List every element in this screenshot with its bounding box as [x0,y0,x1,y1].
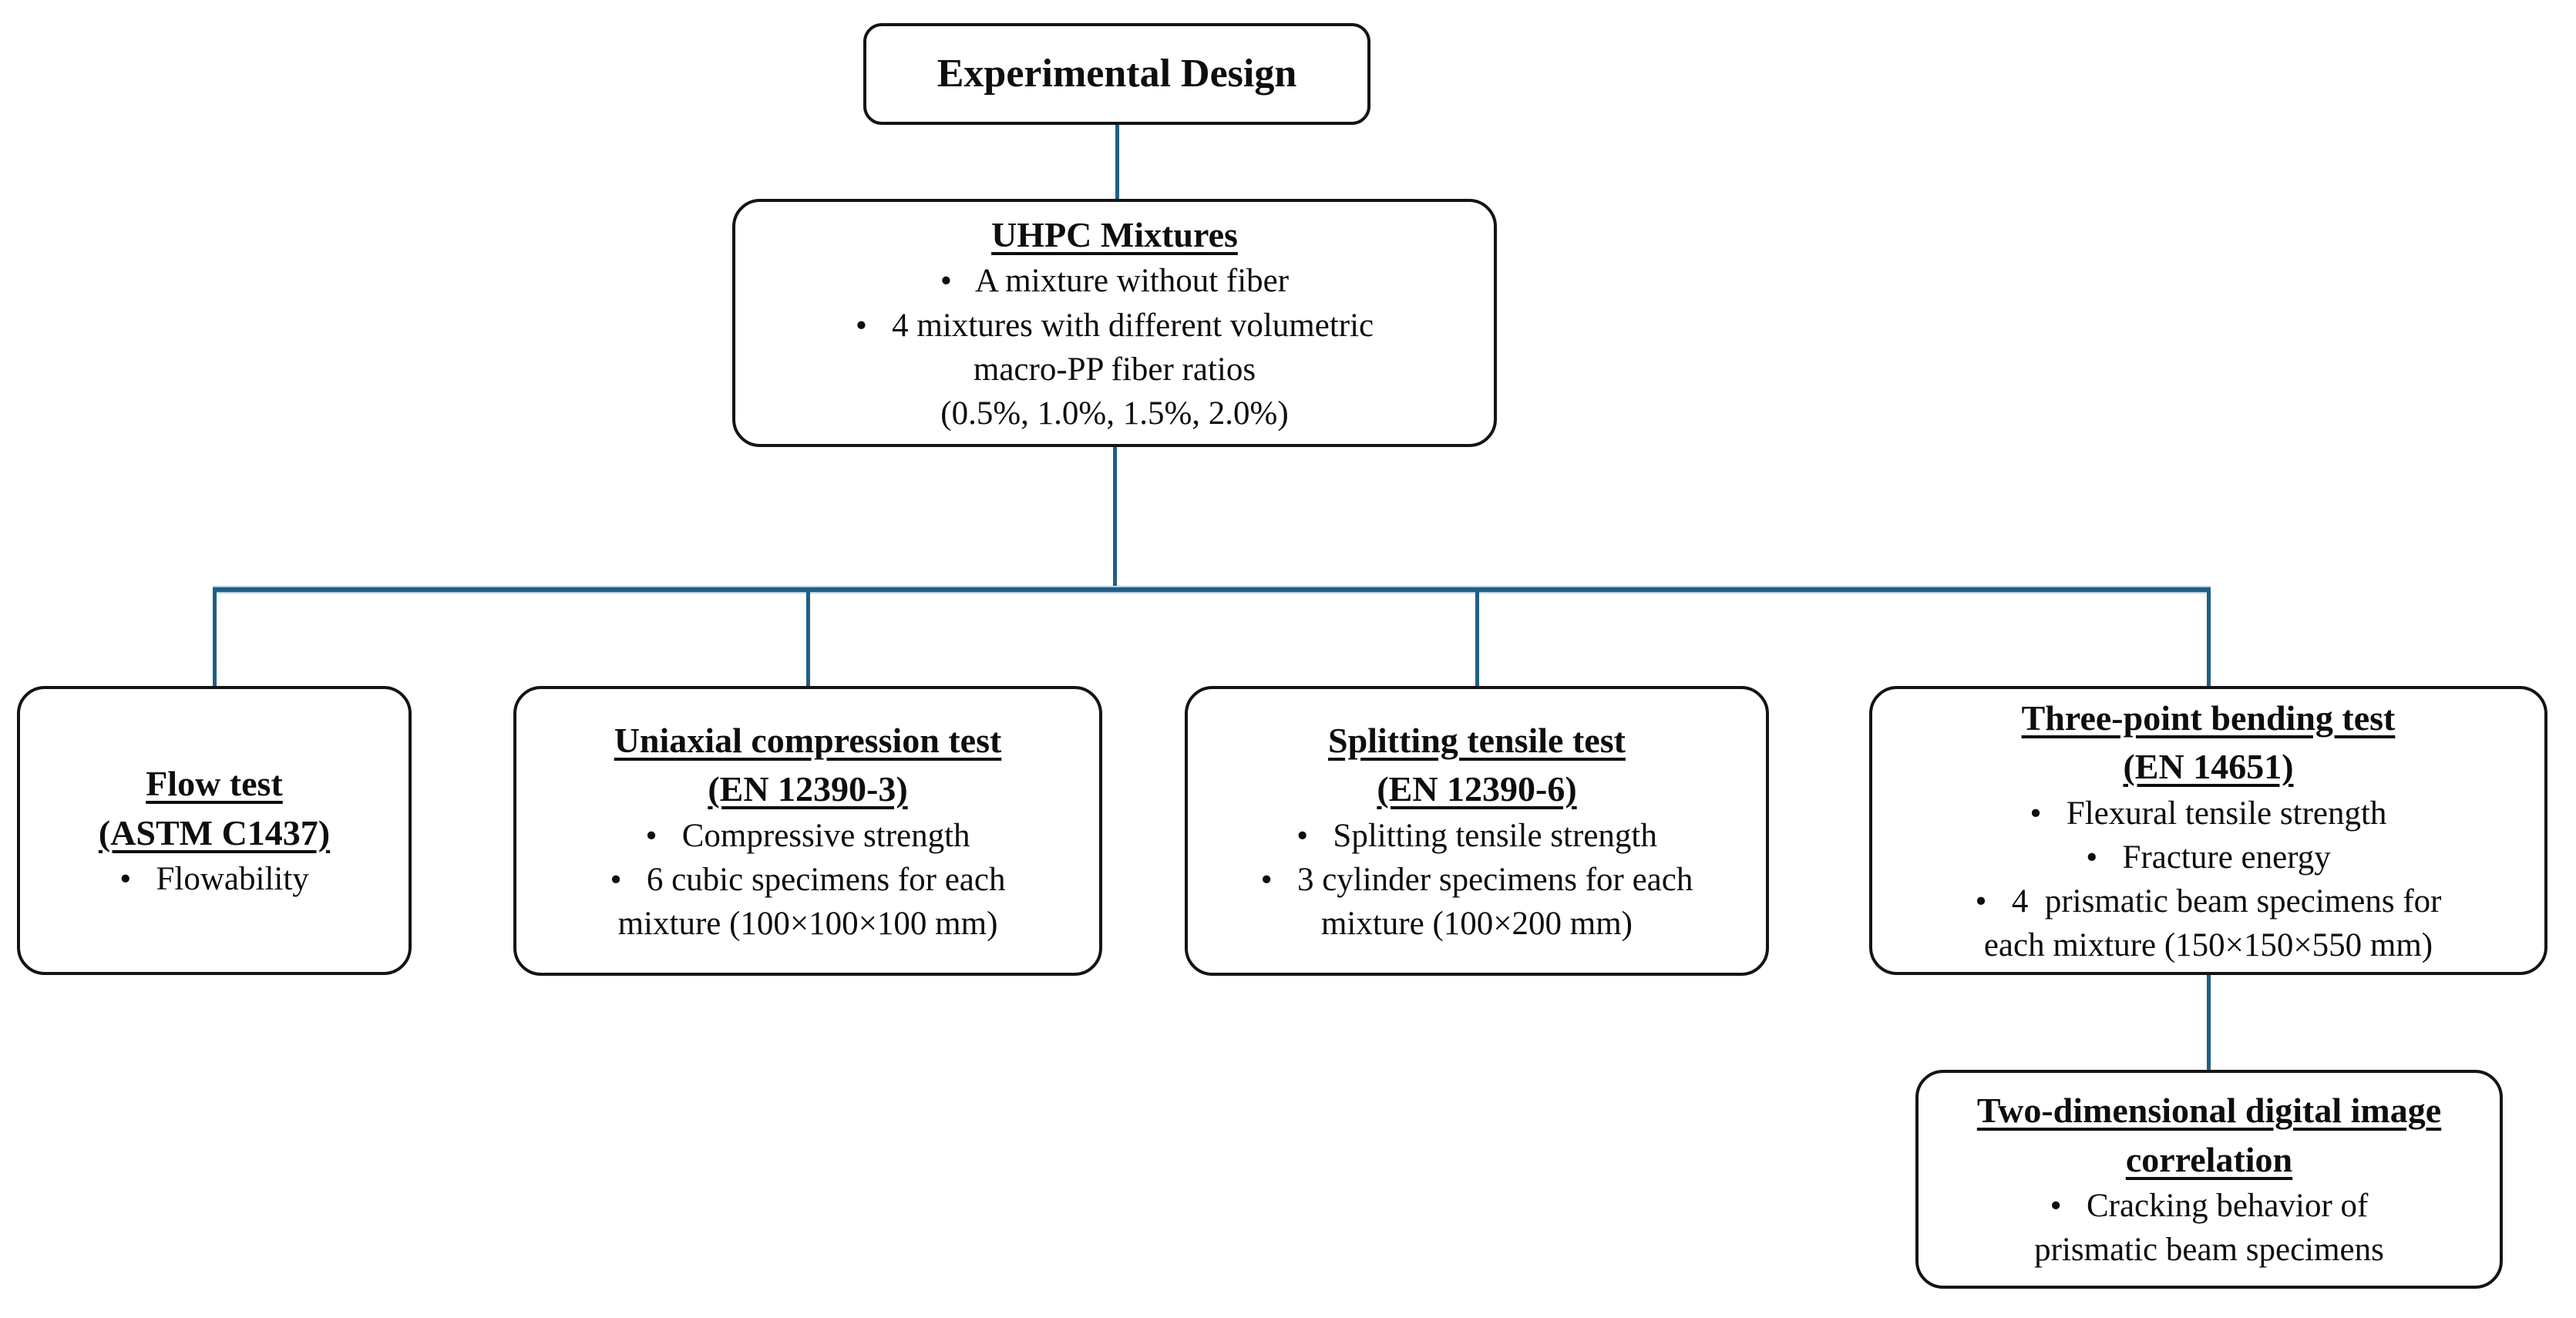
node-title-block: Three-point bending test (EN 14651) [2022,694,2396,792]
connector-rail-to-bending [2207,592,2211,688]
bullet-item: • Flowability [119,861,309,898]
node-title-line: (EN 12390-3) [708,769,908,809]
bullet-list: • Splitting tensile strength • 3 cylinder… [1261,814,1693,946]
node-title: Experimental Design [937,51,1297,96]
node-title-block: UHPC Mixtures [991,210,1238,259]
bullet-list: • Compressive strength • 6 cubic specimen… [610,814,1006,946]
node-title-block: Uniaxial compression test (EN 12390-3) [614,716,1002,814]
bullet-item: • Splitting tensile strength [1296,817,1657,854]
bullet-item: • 6 cubic specimens for each mixture (10… [610,861,1006,943]
bullet-list: • Flowability [119,857,309,901]
bullet-item: • A mixture without fiber [940,263,1290,300]
node-title-block: Two-dimensional digital image correlation [1977,1086,2441,1184]
node-uhpc-mixtures: UHPC Mixtures • A mixture without fiber•… [732,199,1497,447]
node-title-line: Flow test [146,764,283,804]
node-splitting-tensile-test: Splitting tensile test (EN 12390-6) • Spl… [1185,686,1769,976]
bullet-item: • 4 mixtures with different volumetric m… [855,307,1374,432]
node-title-line: Splitting tensile test [1328,720,1626,760]
bullet-item: • Compressive strength [645,817,970,854]
connector-root-to-uhpc [1115,125,1119,200]
node-title-line: Uniaxial compression test [614,720,1002,760]
connector-horizontal-rail [213,586,2211,593]
bullet-list: • Cracking behavior of prismatic beam sp… [2034,1184,2384,1272]
bullet-item: • 4 prismatic beam specimens for each mi… [1975,883,2442,964]
node-title-line: UHPC Mixtures [991,214,1238,254]
node-title-line: Three-point bending test [2021,698,2396,738]
connector-rail-to-flow-test [213,592,217,688]
connector-rail-to-splitting [1475,592,1479,688]
node-title-line: (EN 14651) [2123,747,2294,787]
connector-bending-to-dic [2207,973,2211,1071]
node-three-point-bending-test: Three-point bending test (EN 14651) • Fle… [1869,686,2547,975]
node-title-block: Flow test (ASTM C1437) [99,759,330,857]
bullet-item: • Flexural tensile strength [2030,795,2387,832]
node-title-line: (ASTM C1437) [98,812,331,852]
bullet-item: • 3 cylinder specimens for each mixture … [1260,861,1693,943]
node-title-block: Splitting tensile test (EN 12390-6) [1328,716,1626,814]
bullet-list: • Flexural tensile strength • Fracture en… [1976,792,2442,968]
node-uniaxial-compression-test: Uniaxial compression test (EN 12390-3) • … [513,686,1102,976]
node-flow-test: Flow test (ASTM C1437) • Flowability [17,686,412,975]
node-title-line: (EN 12390-6) [1377,769,1577,809]
bullet-list: • A mixture without fiber • 4 mixtures wi… [856,259,1374,435]
node-title-line: Two-dimensional digital image [1976,1091,2442,1131]
node-title-line: correlation [2125,1139,2293,1179]
connector-uhpc-to-rail [1113,447,1117,587]
connector-rail-to-compression [806,592,810,688]
bullet-item: • Fracture energy [2086,839,2331,876]
node-digital-image-correlation: Two-dimensional digital image correlation… [1915,1070,2503,1289]
bullet-item: • Cracking behavior of prismatic beam sp… [2034,1188,2384,1269]
node-experimental-design: Experimental Design [863,23,1370,125]
